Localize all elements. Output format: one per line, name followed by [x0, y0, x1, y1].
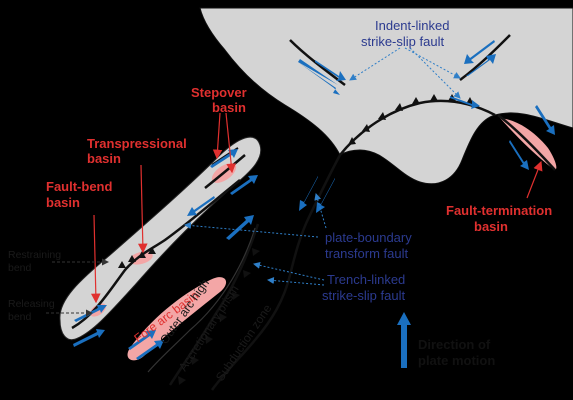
indent-linked-label-1: Indent-linked: [375, 18, 449, 33]
fault-termination-label-2: basin: [474, 219, 508, 234]
plate-boundary-label-1: plate-boundary: [325, 230, 412, 245]
bend-leader-lines: [46, 258, 109, 317]
thrust-teeth-subduction: [178, 248, 260, 385]
releasing-label-2: bend: [8, 311, 32, 323]
stepover-label-1: Stepover: [191, 85, 247, 100]
releasing-label-1: Releasing: [8, 298, 55, 310]
trench-linked-label-2: strike-slip fault: [322, 288, 405, 303]
subduction-zone-fault: [168, 223, 260, 386]
plate-boundary-label-2: transform fault: [325, 246, 408, 261]
direction-label-2: plate motion: [418, 353, 495, 368]
restraining-label-2: bend: [8, 262, 32, 274]
stepover-label-2: basin: [212, 100, 246, 115]
fault-bend-label-2: basin: [46, 195, 80, 210]
thrust-teeth-upper: [348, 94, 474, 145]
restraining-label-1: Restraining: [8, 249, 61, 261]
fore-arc-basin-area: [127, 277, 227, 361]
transpressional-label-2: basin: [87, 151, 121, 166]
red-leader-lines: [91, 112, 543, 304]
termination-fault: [497, 114, 556, 171]
indent-fault-left: [289, 39, 346, 86]
outer-arc-high-line: [147, 227, 256, 373]
plate-boundary-fault: [210, 154, 342, 391]
slip-arrows: [73, 40, 555, 360]
trench-linked-label-1: Trench-linked: [327, 272, 405, 287]
fault-bend-label-1: Fault-bend: [46, 179, 112, 194]
blue-leader-lines: [184, 47, 461, 286]
thrust-teeth-restraining: [118, 247, 156, 268]
direction-label-1: Direction of: [418, 337, 491, 352]
transpressional-label-1: Transpressional: [87, 136, 187, 151]
fault-termination-label-1: Fault-termination: [446, 203, 552, 218]
plate-motion-arrow: [397, 312, 411, 368]
indent-linked-label-2: strike-slip fault: [361, 34, 444, 49]
strike-slip-fault-stepover: [204, 154, 246, 189]
